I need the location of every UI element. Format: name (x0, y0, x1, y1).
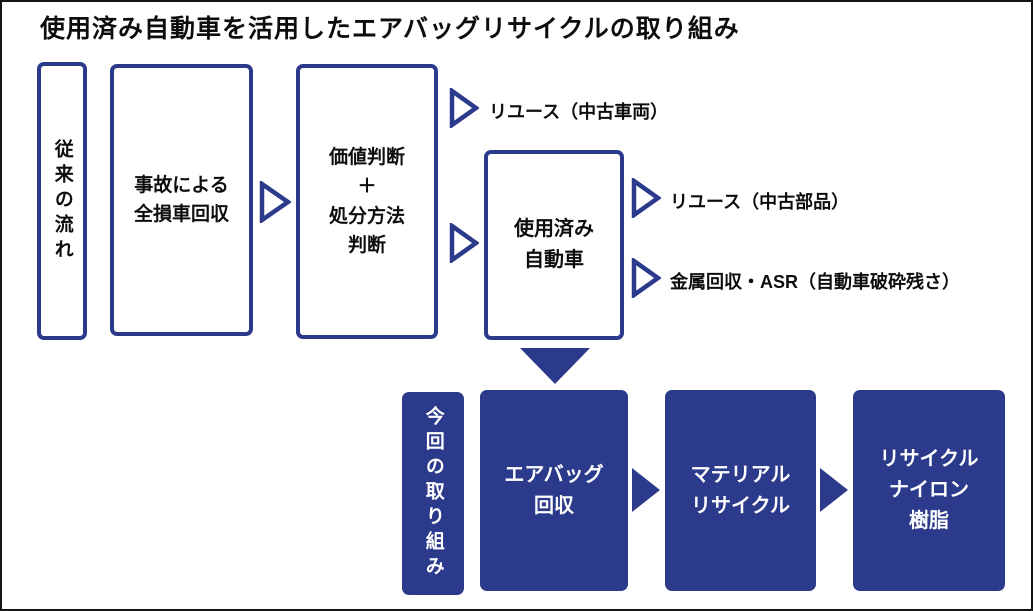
airbag-collection-box: エアバッグ 回収 (480, 390, 628, 591)
accident-collection-box: 事故による 全損車回収 (110, 64, 253, 336)
material-recycle-box: マテリアル リサイクル (665, 390, 816, 591)
arrow-down-filled-icon (520, 348, 590, 384)
arrow-right-outline-icon (259, 179, 292, 225)
value-judgment-box: 価値判断 ＋ 処分方法 判断 (296, 64, 438, 339)
recycled-nylon-resin-box: リサイクル ナイロン 樹脂 (853, 390, 1005, 591)
arrow-right-outline-icon (449, 221, 480, 265)
reuse-used-vehicle-label: リユース（中古車両） (489, 102, 669, 122)
arrow-right-outline-icon (631, 256, 662, 300)
arrow-right-outline-icon (449, 86, 480, 130)
end-of-life-vehicle-box: 使用済み 自動車 (484, 150, 624, 340)
legacy-flow-label-box: 従来の流れ (37, 62, 87, 340)
arrow-right-filled-icon (632, 468, 660, 512)
initiative-label-box: 今回の取り組み (402, 392, 464, 595)
metal-recovery-asr-label: 金属回収・ASR（自動車破砕残さ） (670, 272, 961, 292)
arrow-right-filled-icon (820, 468, 848, 512)
reuse-used-parts-label: リユース（中古部品） (670, 192, 850, 212)
arrow-right-outline-icon (631, 176, 662, 220)
diagram-title: 使用済み自動車を活用したエアバッグリサイクルの取り組み (40, 15, 740, 43)
